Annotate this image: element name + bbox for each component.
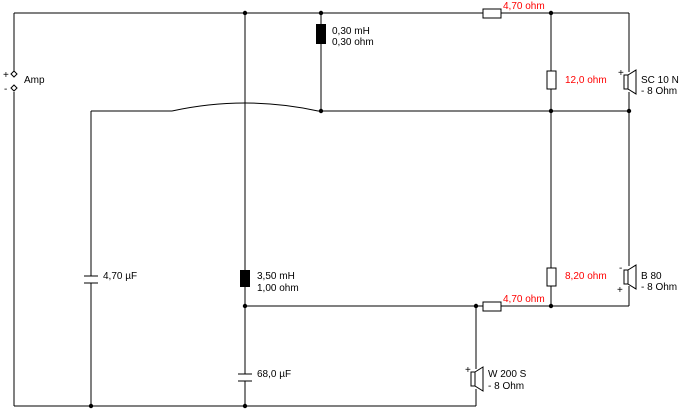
junction [242,403,248,409]
resistor-mid-shunt-body [546,267,557,287]
inductor-l2-body [240,270,250,287]
resistor-top-series-body [482,8,502,19]
junction [242,303,248,309]
amp-plus-terminal [10,70,18,78]
resistor-mid-series-body [482,301,502,312]
junction [242,10,248,16]
junction [473,303,479,309]
junction-dots [88,10,632,409]
speaker-tweeter-impedance: - 8 Ohm [641,86,677,97]
capacitor-c2: 68,0 µF [238,369,291,382]
resistor-tweeter-shunt-value: 12,0 ohm [565,75,607,86]
capacitor-c1: 4,70 µF [84,271,137,284]
resistor-mid-series: 4,70 ohm [482,294,545,312]
junction [548,108,554,114]
resistor-mid-shunt-value: 8,20 ohm [565,271,607,282]
speaker-woofer-plus: + [465,365,471,376]
inductor-l2-value: 3,50 mH [257,271,295,282]
wires [13,12,630,407]
amp-terminals: + - Amp [3,70,45,95]
speaker-tweeter-name: SC 10 N [641,75,679,86]
resistor-mid-shunt: 8,20 ohm [546,267,607,287]
speaker-woofer: + W 200 S - 8 Ohm [465,365,527,392]
speaker-woofer-impedance: - 8 Ohm [488,381,524,392]
amp-label: Amp [24,75,45,86]
speaker-mid-impedance: - 8 Ohm [641,282,677,293]
speaker-mid-name: B 80 [641,271,662,282]
speaker-mid-magnet [623,269,629,285]
inductor-l2-resistance: 1,00 ohm [257,283,299,294]
speaker-tweeter-cone [627,69,637,95]
speaker-tweeter-magnet [623,74,629,90]
resistor-mid-series-value: 4,70 ohm [503,294,545,305]
inductor-l2: 3,50 mH 1,00 ohm [240,270,299,294]
inductor-l1-resistance: 0,30 ohm [332,37,374,48]
speaker-woofer-cone [474,366,484,392]
junction [626,108,632,114]
speaker-tweeter-plus: + [618,68,624,79]
resistor-top-series-value: 4,70 ohm [503,1,545,12]
speaker-mid-plus: + [617,285,623,296]
capacitor-c1-value: 4,70 µF [103,271,137,282]
junction [318,108,324,114]
junction [548,10,554,16]
capacitor-c2-value: 68,0 µF [257,369,291,380]
inductor-l1-value: 0,30 mH [332,26,370,37]
speaker-mid: - + B 80 - 8 Ohm [617,263,677,296]
speaker-tweeter: + SC 10 N - 8 Ohm [618,68,679,97]
junction [318,10,324,16]
junction [548,303,554,309]
amp-minus-sign: - [4,84,7,95]
amp-minus-terminal [10,84,18,92]
amp-plus-sign: + [3,70,9,81]
speaker-woofer-magnet [470,371,476,387]
resistor-tweeter-shunt: 12,0 ohm [546,70,607,90]
resistor-tweeter-shunt-body [546,70,557,90]
resistor-top-series: 4,70 ohm [482,1,545,19]
speaker-woofer-name: W 200 S [488,369,527,380]
junction [88,403,94,409]
speaker-mid-minus: - [619,263,622,274]
speaker-mid-cone [627,264,637,290]
inductor-l1: 0,30 mH 0,30 ohm [316,24,374,48]
inductor-l1-body [316,24,326,44]
